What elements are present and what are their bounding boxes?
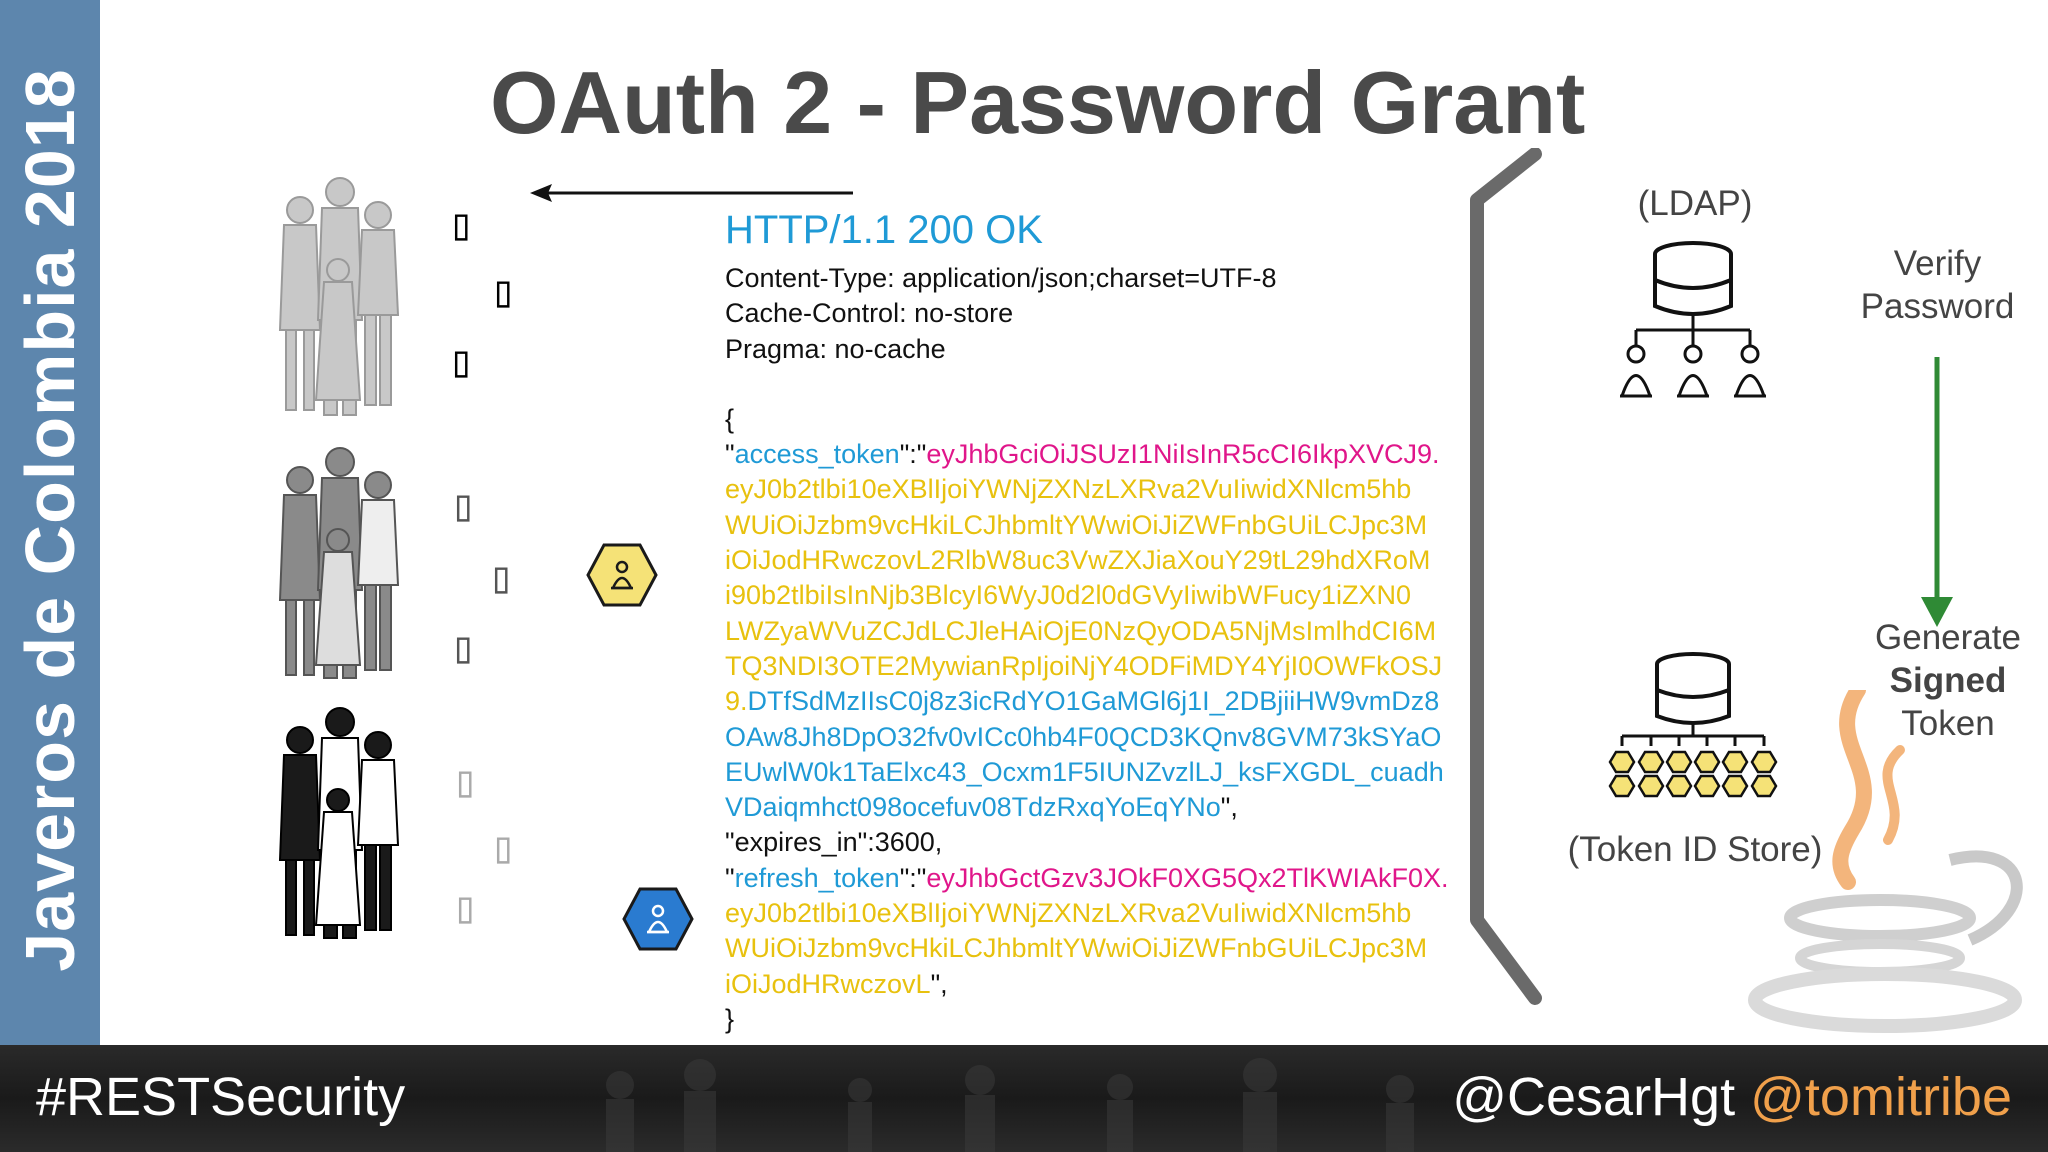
header-line: Pragma: no-cache <box>725 333 946 364</box>
token-store-icon <box>1608 652 1778 798</box>
family-gray-illustration <box>278 447 400 679</box>
slide-title: OAuth 2 - Password Grant <box>490 53 1586 152</box>
device-glyph: ▯ <box>448 199 475 250</box>
access-token-line: "access_token":"eyJhbGciOiJSUzI1NiIsInR5… <box>725 439 1440 470</box>
device-glyph: ▯ <box>490 266 517 317</box>
ldap-label: (LDAP) <box>1637 184 1753 223</box>
token-payload-line: LWZyaWVuZCJdLCJleHAiOjE0NzQyODA5NjMsImlh… <box>725 615 1437 646</box>
token-payload-line: WUiOiJzbm9vcHkiLCJhbmltYWwiOiJiZWFnbGUiL… <box>725 509 1428 540</box>
access-token-hex-icon <box>586 543 658 607</box>
family-dark-illustration <box>278 707 400 939</box>
response-arrow <box>530 184 853 202</box>
http-response: HTTP/1.1 200 OK Content-Type: applicatio… <box>725 205 1449 1037</box>
footer-bar <box>0 1045 2048 1152</box>
header-line: Content-Type: application/json;charset=U… <box>725 263 1277 293</box>
family-light-illustration <box>278 177 400 416</box>
token-signature-last-line: VDaiqmhct098ocefuv08TdzRxqYoEqYNo", <box>725 792 1238 823</box>
device-glyph: ▯ <box>452 756 479 807</box>
json-open-brace: { <box>725 403 735 434</box>
refresh-last-line: iOiJodHRwczovL", <box>725 968 948 999</box>
token-payload-line: iOiJodHRwczovL2RlbW8uc3VwZXJiaXouY29tL29… <box>725 545 1431 576</box>
token-signature-line: OAw8Jh8DpO32fv0vICc0hb4F0QCD3KQnv8GVM73k… <box>725 721 1442 752</box>
sidebar: Javeros de Colombia 2018 <box>0 0 100 1045</box>
refresh-token-hex-icon <box>622 887 694 951</box>
device-glyph: ▯ <box>490 822 517 873</box>
verify-to-generate-arrow <box>1921 357 1953 627</box>
token-payload-line: i90b2tlbiIsInNjb3BlcyI6WyJ0d2l0dGVyIiwib… <box>725 580 1412 611</box>
token-header-segment: eyJhbGciOiJSUzI1NiIsInR5cCI6IkpXVCJ9. <box>926 439 1440 470</box>
device-glyph: ▯ <box>448 336 475 387</box>
token-signature-segment: DTfSdMzIIsC0j8z3icRdYO1GaMGl6j1I_2DBjiiH… <box>747 686 1440 717</box>
expires-in-line: "expires_in":3600, <box>725 827 943 858</box>
java-logo <box>1748 690 2023 1033</box>
header-line: Cache-Control: no-store <box>725 298 1014 329</box>
family-illustrations <box>278 177 400 939</box>
verify-password-label: Verify Password <box>1860 244 2015 326</box>
http-status: HTTP/1.1 200 OK <box>725 208 1043 252</box>
device-glyph: ▯ <box>488 552 515 603</box>
json-close-brace: } <box>725 1003 735 1034</box>
token-signature-line: EUwlW0k1TaElxc43_Ocxm1F5IUNZvzlLJ_ksFXGD… <box>725 756 1444 787</box>
token-mixed-line: 9.DTfSdMzIIsC0j8z3icRdYO1GaMGl6j1I_2DBji… <box>725 686 1440 717</box>
refresh-header-segment: eyJhbGctGzv3JOkF0XG5Qx2TlKWIAkF0X. <box>926 862 1449 893</box>
server-bracket <box>1470 148 1542 1005</box>
device-glyph: ▯ <box>452 882 479 933</box>
refresh-payload-line: eyJ0b2tlbi10eXBlIjoiYWNjZXNzLXRva2VuIiwi… <box>725 898 1412 929</box>
hashtag: #RESTSecurity <box>36 1067 406 1127</box>
twitter-handles: @CesarHgt @tomitribe <box>1452 1066 2012 1128</box>
device-glyph: ▯ <box>450 622 477 673</box>
speaker-handle: @CesarHgt <box>1452 1067 1736 1127</box>
refresh-token-key: refresh_token <box>734 862 900 893</box>
device-glyph: ▯ <box>450 480 477 531</box>
token-payload-line: eyJ0b2tlbi10eXBlIjoiYWNjZXNzLXRva2VuIiwi… <box>725 474 1412 505</box>
generate-signed-token-label: Generate Signed Token <box>1875 618 2021 743</box>
ldap-directory-icon <box>1619 241 1767 398</box>
company-handle: @tomitribe <box>1750 1067 2012 1127</box>
refresh-token-line: "refresh_token":"eyJhbGctGzv3JOkF0XG5Qx2… <box>725 862 1449 893</box>
refresh-payload-line: WUiOiJzbm9vcHkiLCJhbmltYWwiOiJiZWFnbGUiL… <box>725 933 1428 964</box>
access-token-key: access_token <box>734 439 900 470</box>
crowd-background <box>606 1058 1414 1152</box>
token-store-label: (Token ID Store) <box>1567 830 1823 869</box>
conference-title: Javeros de Colombia 2018 <box>11 68 89 972</box>
token-payload-line: TQ3NDI3OTE2MywianRpIjoiNjY4ODFiMDY4YjI0O… <box>725 650 1443 681</box>
